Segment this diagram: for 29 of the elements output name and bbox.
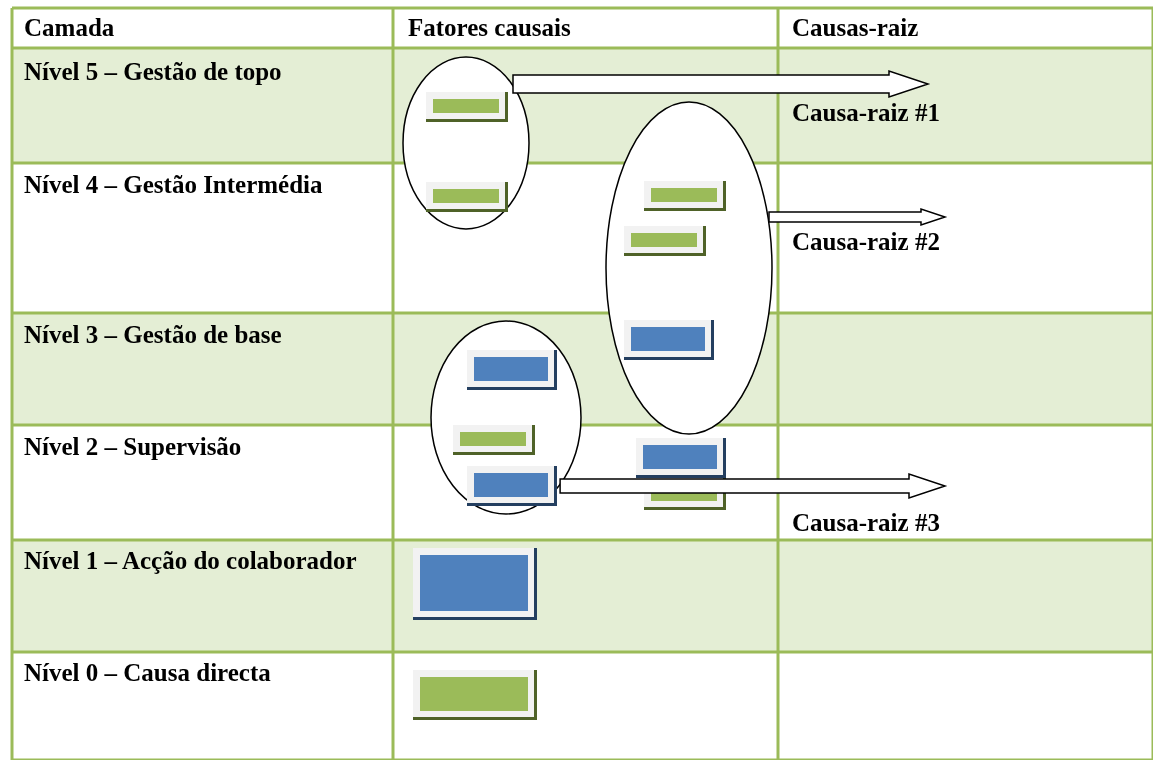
factor-bar	[624, 320, 714, 360]
block-arrow	[559, 472, 948, 500]
factor-bar	[624, 226, 706, 256]
row-label: Nível 3 – Gestão de base	[24, 320, 283, 350]
row-label: Nível 5 – Gestão de topo	[24, 57, 283, 87]
block-arrow	[768, 207, 948, 227]
factor-bar	[453, 425, 535, 455]
root-cause-label: Causa-raiz #1	[792, 84, 940, 128]
table-header: Fatores causais	[408, 13, 572, 43]
factor-bar	[413, 548, 537, 620]
row-label: Nível 0 – Causa directa	[24, 658, 272, 688]
row-label: Nível 2 – Supervisão	[24, 432, 243, 462]
factor-bar	[636, 438, 726, 478]
factor-bar	[644, 181, 726, 211]
block-arrow	[512, 69, 931, 99]
root-cause-label: Causa-raiz #3	[792, 486, 940, 538]
table-header: Camada	[24, 13, 116, 43]
grouping-ellipse	[402, 56, 530, 230]
row-label: Nível 1 – Acção do colaborador	[24, 546, 358, 576]
row-label: Nível 4 – Gestão Intermédia	[24, 170, 324, 200]
factor-bar	[467, 350, 557, 390]
factor-bar	[413, 670, 537, 720]
factor-bar	[426, 182, 508, 212]
grouping-ellipse	[605, 101, 773, 435]
table-header: Causas-raiz	[792, 13, 920, 43]
factor-bar	[426, 92, 508, 122]
grouping-ellipse	[430, 320, 582, 515]
root-cause-label: Causa-raiz #2	[792, 217, 940, 257]
factor-bar	[467, 466, 557, 506]
